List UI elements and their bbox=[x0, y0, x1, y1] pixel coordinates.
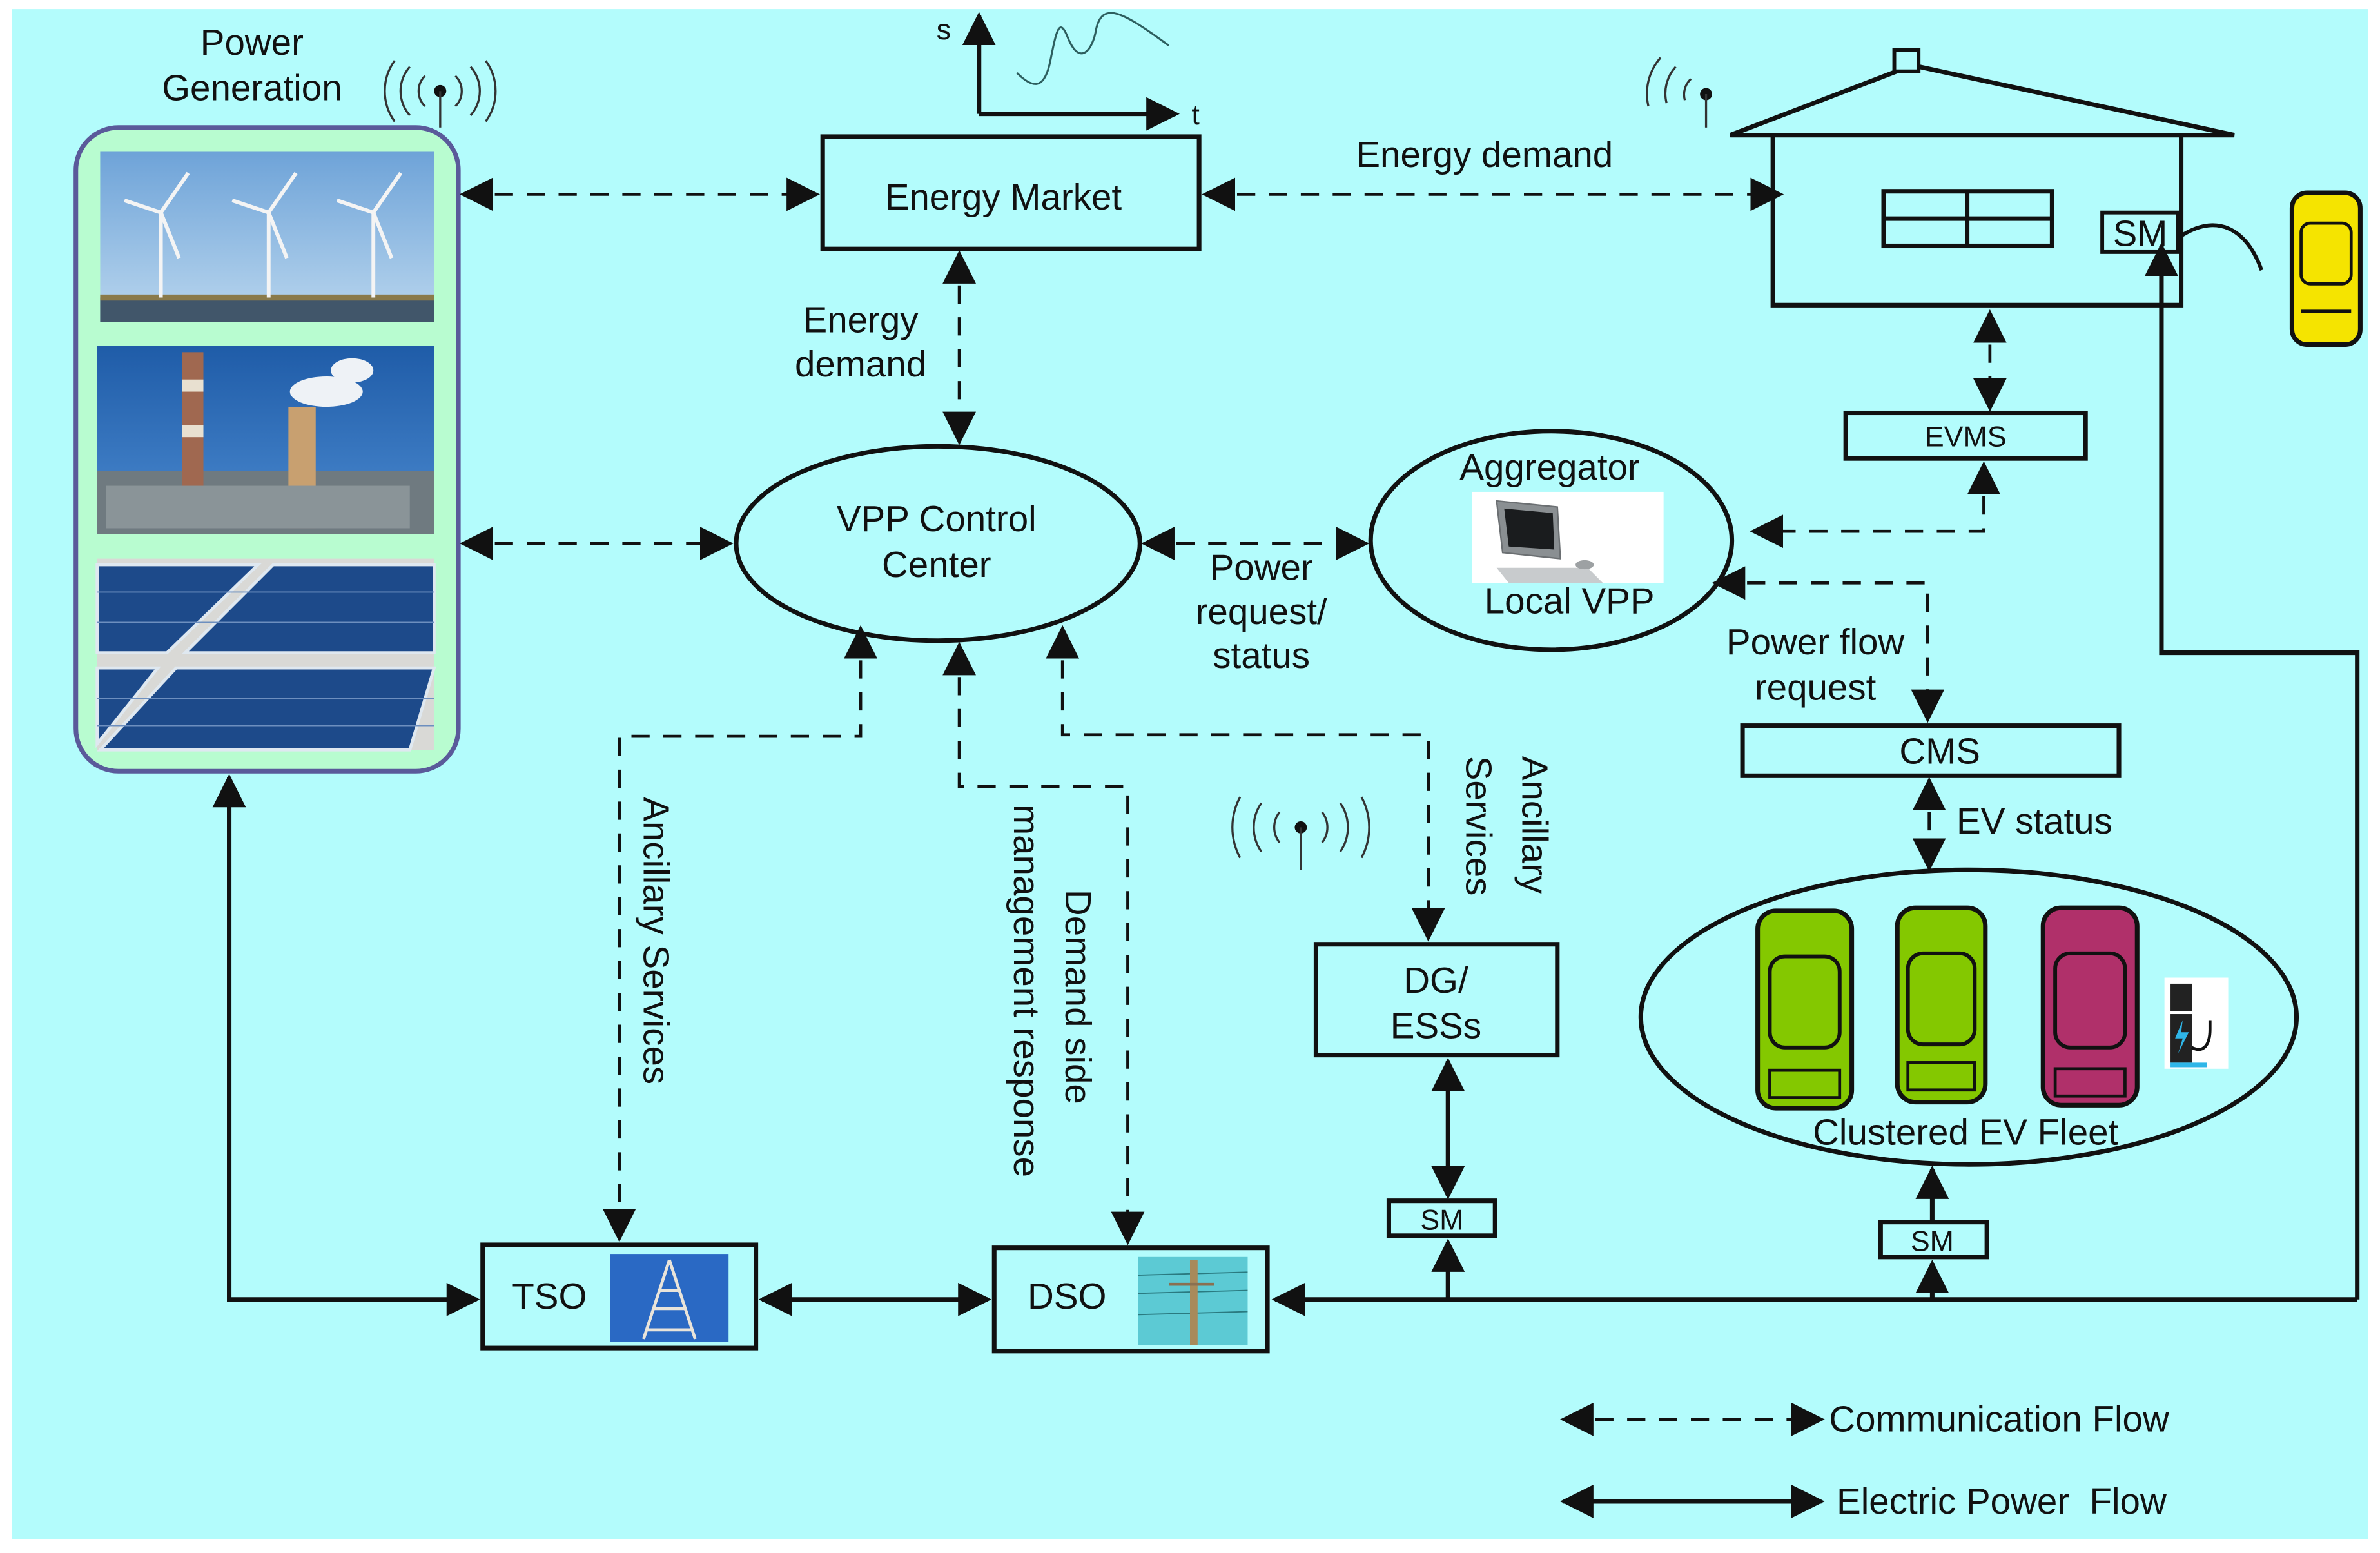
fleet-smart-meter: SM bbox=[1878, 1220, 1989, 1260]
power-flow-request-label-1: Power flow bbox=[1726, 621, 1905, 662]
local-vpp-label: Local VPP bbox=[1485, 580, 1655, 621]
aggregator-node[interactable]: Aggregator Local VPP bbox=[1368, 429, 1735, 652]
power-flow-request-label-2: request bbox=[1755, 667, 1877, 708]
comm-flow-vpp-tso bbox=[602, 625, 877, 1242]
dso-label: DSO bbox=[1028, 1276, 1106, 1316]
legend-communication-label: Communication Flow bbox=[1829, 1399, 2169, 1440]
energy-demand-label-mid-2: demand bbox=[795, 344, 926, 384]
signal-y-axis-label: s bbox=[937, 14, 951, 46]
charging-station-icon bbox=[2164, 977, 2229, 1069]
ev-status-label: EV status bbox=[1956, 801, 2112, 841]
ancillary-dg-label-1: Ancillary bbox=[1515, 756, 1556, 894]
house-antenna-icon bbox=[1646, 57, 1712, 128]
energy-demand-label-top: Energy demand bbox=[1356, 134, 1613, 175]
dg-ess-label-1: DG/ bbox=[1403, 960, 1468, 1001]
dsm-label-2: management response bbox=[1006, 805, 1047, 1177]
home-ev-car-icon bbox=[2289, 190, 2363, 347]
energy-market-label: Energy Market bbox=[885, 177, 1122, 217]
comm-flow-evms-aggregator bbox=[1750, 461, 2001, 549]
legend-electric-label: Electric Power Flow bbox=[1837, 1481, 2167, 1521]
ancillary-tso-label: Ancillary Services bbox=[636, 797, 676, 1084]
dg-ess-label-2: ESSs bbox=[1390, 1006, 1481, 1046]
house-smart-meter bbox=[2100, 210, 2180, 254]
vpp-control-center-node[interactable]: VPP Control Center bbox=[734, 444, 1142, 643]
market-signal-chart: s t bbox=[937, 12, 1200, 131]
legend: Communication Flow Electric Power Flow bbox=[1560, 1399, 2169, 1521]
ev-fleet-label: Clustered EV Fleet bbox=[1813, 1112, 2118, 1153]
power-request-label-3: status bbox=[1213, 635, 1310, 676]
ev-car-icon bbox=[2040, 905, 2140, 1108]
ev-car-icon bbox=[1755, 908, 1855, 1111]
utility-pole-image bbox=[1138, 1256, 1248, 1345]
aggregator-label: Aggregator bbox=[1459, 447, 1640, 487]
evms-node[interactable]: EVMS bbox=[1843, 410, 2088, 461]
transmission-tower-image bbox=[610, 1254, 729, 1342]
charging-cable bbox=[2178, 223, 2264, 271]
wireless-antenna-icon bbox=[384, 60, 497, 128]
wind-farm-image bbox=[100, 151, 434, 322]
evms-label: EVMS bbox=[1925, 421, 2007, 453]
energy-market-node[interactable]: Energy Market bbox=[820, 134, 1202, 251]
tso-label: TSO bbox=[512, 1276, 587, 1316]
power-request-label-2: request/ bbox=[1196, 591, 1327, 632]
energy-demand-label-mid-1: Energy bbox=[803, 300, 919, 340]
computer-icon bbox=[1472, 491, 1664, 583]
dg-smart-meter-label: SM bbox=[1420, 1204, 1463, 1236]
power-generation-label-2: Generation bbox=[162, 67, 342, 108]
cms-label: CMS bbox=[1899, 730, 1980, 771]
window-icon bbox=[1881, 189, 2054, 249]
dso-node[interactable]: DSO bbox=[991, 1245, 1270, 1354]
comm-flow-vpp-dg bbox=[1046, 625, 1445, 942]
vpp-control-label-2: Center bbox=[882, 544, 991, 585]
ev-car-icon bbox=[1895, 905, 1988, 1105]
dg-ess-node[interactable]: DG/ ESSs bbox=[1313, 942, 1560, 1058]
vpp-control-label-1: VPP Control bbox=[837, 498, 1037, 539]
power-generation: Power Generation bbox=[73, 22, 497, 774]
dg-smart-meter: SM bbox=[1386, 1198, 1497, 1238]
cms-node[interactable]: CMS bbox=[1740, 723, 2122, 778]
dsm-label-1: Demand side bbox=[1058, 890, 1098, 1104]
comm-flow-aggregator-cms bbox=[1712, 566, 1945, 723]
house-node[interactable]: SM bbox=[1729, 48, 2235, 308]
comm-flow-vpp-dso bbox=[942, 641, 1145, 1245]
signal-x-axis-label: t bbox=[1191, 99, 1200, 131]
tso-node[interactable]: TSO bbox=[480, 1242, 759, 1351]
ancillary-dg-label-2: Services bbox=[1459, 756, 1499, 896]
power-generation-label-1: Power bbox=[200, 22, 304, 63]
solar-panels-image bbox=[95, 558, 436, 752]
ev-fleet-node[interactable]: Clustered EV Fleet bbox=[1638, 867, 2299, 1167]
thermal-plant-image bbox=[97, 346, 434, 534]
fleet-smart-meter-label: SM bbox=[1911, 1226, 1954, 1257]
power-bus-to-dso bbox=[2145, 242, 2360, 1300]
power-request-label-1: Power bbox=[1210, 547, 1313, 588]
signal-curve bbox=[1016, 12, 1169, 85]
power-flow-gen-tso bbox=[212, 774, 480, 1316]
